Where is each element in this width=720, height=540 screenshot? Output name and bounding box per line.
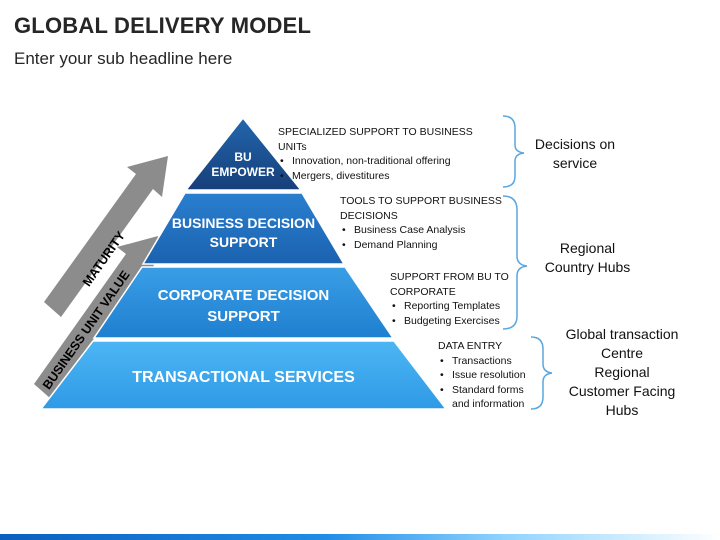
description-item: Transactions [440,354,536,369]
tier-label-transactional: TRANSACTIONAL SERVICES [60,368,427,388]
label-global-transaction-centre: Global transaction Centre Regional Custo… [547,325,697,420]
description-item: Budgeting Exercises [392,314,515,329]
right-label-line: Regional [559,240,616,256]
business-unit-value-arrow [34,236,158,399]
brace-global [530,336,553,410]
tier-business-decision-support[interactable] [141,192,346,265]
right-label-line: Hubs [605,402,639,418]
tier-corporate-decision-support[interactable] [92,266,395,339]
description-heading: SUPPORT FROM BU TO [390,271,509,283]
description-item: and information [452,398,525,410]
tier-label-line: BU [234,150,252,164]
right-label-line: service [552,155,598,171]
page-subtitle: Enter your sub headline here [14,49,233,68]
tier-label-corporate-decision: CORPORATE DECISION SUPPORT [113,285,374,327]
brace-decisions [502,115,525,188]
description-heading: CORPORATE [390,285,456,298]
tier-label-business-decision: BUSINESS DECISION SUPPORT [153,214,334,252]
description-business-decision: TOOLS TO SUPPORT BUSINESS DECISIONS Busi… [340,194,505,252]
tier-label-line: BUSINESS DECISION [171,215,316,231]
description-heading: SPECIALIZED SUPPORT TO BUSINESS UNITs [278,126,473,153]
tier-label-bu-empower: BU EMPOWER [193,150,293,180]
description-bu-empower: SPECIALIZED SUPPORT TO BUSINESS UNITs In… [278,125,498,183]
right-label-line: Customer Facing [568,383,676,399]
description-corporate-decision: SUPPORT FROM BU TO CORPORATE Reporting T… [390,270,515,328]
tier-label-line: EMPOWER [211,165,275,179]
tier-bu-empower[interactable] [184,116,303,191]
tier-transactional-services[interactable] [39,340,448,410]
description-transactional: DATA ENTRY Transactions Issue resolution… [438,339,536,412]
right-label-line: Regional [594,364,650,380]
description-heading: DATA ENTRY [438,340,503,352]
right-label-line: Global transaction [565,326,679,342]
tier-label-line: SUPPORT [207,308,280,325]
tier-label-line: SUPPORT [209,234,278,250]
right-label-line: Country Hubs [544,259,631,275]
tier-label-line: TRANSACTIONAL SERVICES [132,369,355,386]
maturity-arrow [44,156,168,317]
description-item: Innovation, non-traditional offering [280,154,498,169]
tier-label-line: CORPORATE DECISION [157,287,330,304]
description-heading: DECISIONS [340,209,398,222]
label-regional-country-hubs: Regional Country Hubs [530,239,645,277]
description-item: Mergers, divestitures [280,169,498,184]
description-item: Issue resolution [440,368,536,383]
right-label-line: Decisions on [534,136,616,152]
description-item: Standard forms [440,383,536,398]
description-heading: TOOLS TO SUPPORT BUSINESS [340,195,502,207]
footer-gradient-bar [0,534,720,540]
page-title: GLOBAL DELIVERY MODEL [14,13,312,38]
description-item: Reporting Templates [392,299,515,314]
label-decisions-on-service: Decisions on service [520,135,630,173]
description-item: Business Case Analysis [342,223,505,238]
description-item: Demand Planning [342,238,505,253]
brace-regional [502,195,528,330]
right-label-line: Centre [600,345,644,361]
